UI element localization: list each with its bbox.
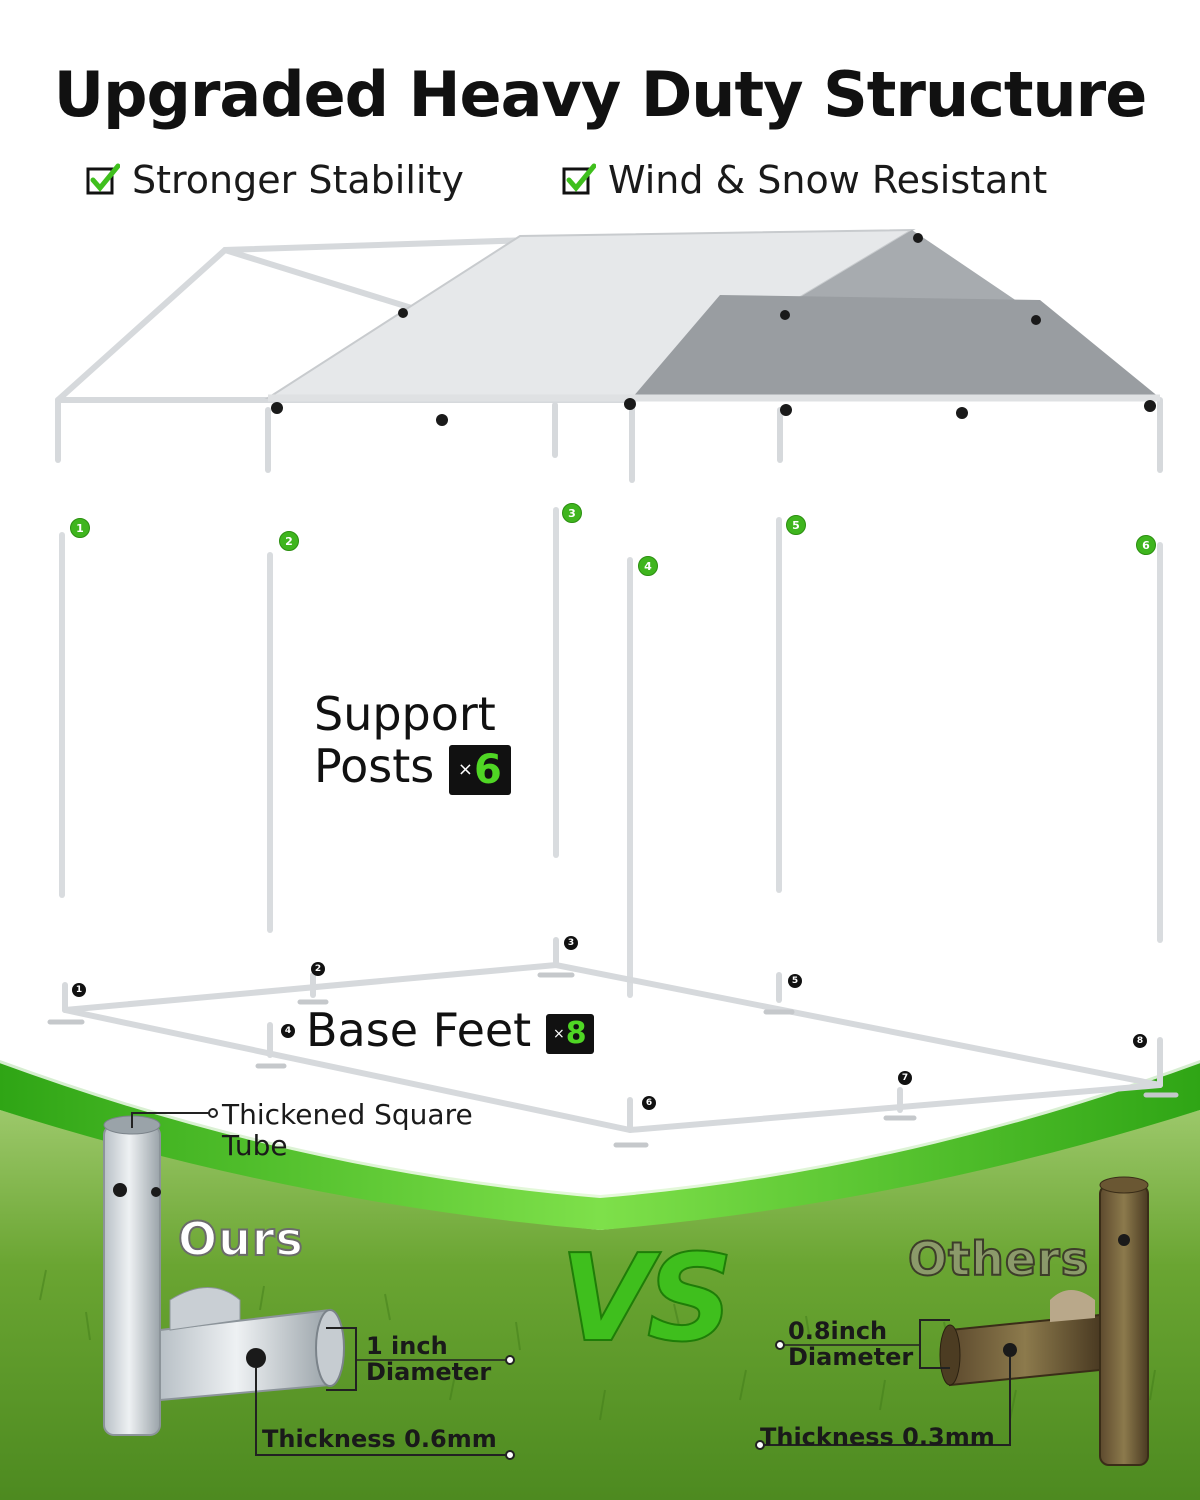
base-frame: [47, 937, 1179, 1148]
ours-diameter-value: 1 inch: [366, 1332, 448, 1360]
ours-connector: [103, 1108, 515, 1460]
page-title: Upgraded Heavy Duty Structure: [53, 58, 1148, 131]
green-swoosh: [0, 1060, 1200, 1230]
canopy-assembly: [55, 228, 1163, 483]
others-diameter-label: Diameter: [788, 1343, 914, 1371]
feature-wind-snow-resistant: Wind & Snow Resistant: [562, 158, 1047, 202]
badge-multiply-sign: ×: [553, 1025, 565, 1042]
post-number-badge: 2: [279, 531, 299, 551]
others-label: Others: [907, 1231, 1090, 1287]
ours-label: Ours: [177, 1211, 304, 1267]
badge-count: 8: [565, 1015, 587, 1051]
support-posts: [59, 507, 1163, 998]
others-diameter-value: 0.8inch: [788, 1317, 888, 1345]
badge-count: 6: [473, 746, 502, 793]
post-number-badge: 4: [638, 556, 658, 576]
tube-callout: Thickened Square Tube: [222, 1099, 473, 1161]
feature-label: Wind & Snow Resistant: [608, 158, 1048, 202]
others-thickness-label: Thickness: [760, 1423, 894, 1451]
badge-multiply-sign: ×: [457, 758, 473, 780]
tube-callout-line2: Tube: [222, 1129, 288, 1162]
quantity-badge: × 6: [448, 744, 511, 795]
foot-number-badge: 3: [564, 936, 578, 950]
checkbox-checked-icon: [86, 163, 120, 195]
feature-label: Stronger Stability: [132, 158, 464, 202]
support-posts-label: Support Posts × 6: [314, 688, 511, 795]
tube-callout-line1: Thickened Square: [222, 1098, 473, 1131]
foot-number-badge: 1: [72, 983, 86, 997]
foot-number-badge: 2: [311, 962, 325, 976]
ours-thickness-label: Thickness: [262, 1425, 396, 1453]
ours-thickness-value: 0.6mm: [404, 1425, 497, 1453]
ours-diameter: 1 inch Diameter: [366, 1333, 491, 1385]
others-connector: [755, 1176, 1149, 1466]
vs-emblem: VS: [559, 1229, 734, 1370]
quantity-badge: × 8: [545, 1013, 594, 1054]
post-number-badge: 6: [1136, 535, 1156, 555]
others-thickness-value: 0.3mm: [902, 1423, 995, 1451]
support-posts-line2: Posts: [314, 739, 435, 793]
foot-number-badge: 8: [1133, 1034, 1147, 1048]
post-number-badge: 3: [562, 503, 582, 523]
post-number-badge: 1: [70, 518, 90, 538]
foot-number-badge: 5: [788, 974, 802, 988]
base-feet-label: Base Feet × 8: [306, 1004, 594, 1056]
base-feet-text: Base Feet: [306, 1003, 532, 1057]
foot-number-badge: 6: [642, 1096, 656, 1110]
support-posts-line1: Support: [314, 687, 496, 741]
support-posts-line2-row: Posts × 6: [314, 740, 511, 795]
others-diameter: 0.8inch Diameter: [788, 1318, 913, 1370]
foot-number-badge: 4: [281, 1024, 295, 1038]
checkbox-checked-icon: [562, 163, 596, 195]
ours-diameter-label: Diameter: [366, 1358, 492, 1386]
grass-field: [0, 1110, 1200, 1500]
feature-stronger-stability: Stronger Stability: [86, 158, 464, 202]
foot-number-badge: 7: [898, 1071, 912, 1085]
post-number-badge: 5: [786, 515, 806, 535]
others-thickness: Thickness 0.3mm: [760, 1424, 995, 1450]
ours-thickness: Thickness 0.6mm: [262, 1426, 497, 1452]
